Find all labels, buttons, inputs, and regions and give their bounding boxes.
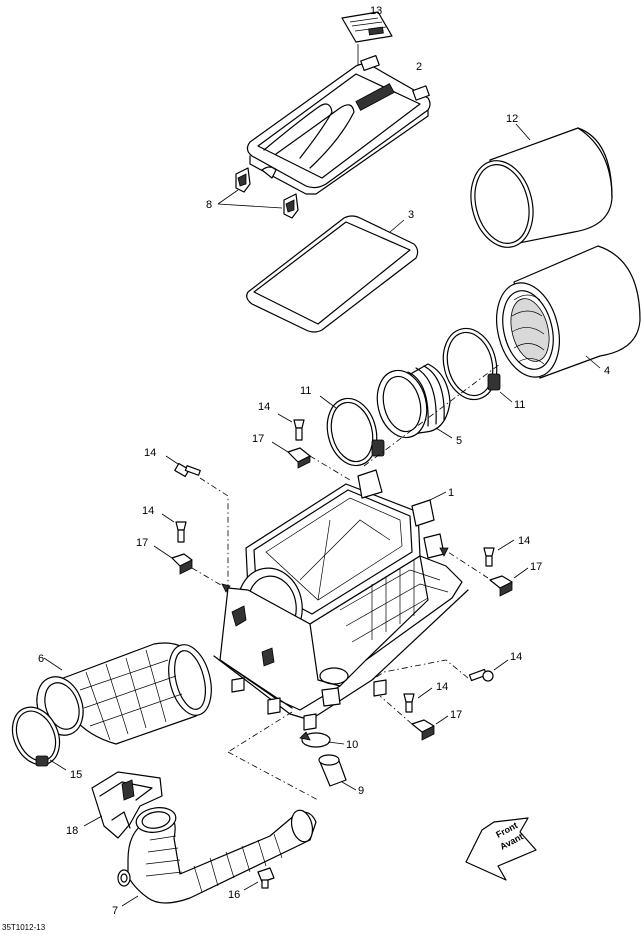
part-6-intake-adaptor: [36, 642, 212, 745]
part-11-clamp-right: [442, 327, 513, 403]
callout-14-lower-right: 14: [510, 651, 522, 663]
callout-12: 12: [506, 113, 518, 125]
callout-18: 18: [66, 825, 78, 837]
callout-17-mid-left: 17: [136, 537, 148, 549]
callout-14-upper-left: 14: [144, 447, 156, 459]
intake-axis-line: [227, 711, 319, 801]
nut-17-top: [271, 441, 351, 481]
callout-1: 1: [448, 487, 454, 499]
callout-17-lower: 17: [450, 709, 462, 721]
callout-2: 2: [416, 61, 422, 73]
callout-17-top: 17: [252, 433, 264, 445]
callout-4: 4: [604, 365, 610, 377]
callout-7: 7: [112, 905, 118, 917]
filter-axis-line: [363, 363, 501, 467]
callout-15: 15: [70, 769, 82, 781]
callout-13: 13: [370, 5, 382, 17]
part-11-clamp-left: [319, 395, 385, 467]
screw-14-mid-left: [161, 513, 187, 543]
nut-17-mid-left: [153, 545, 231, 593]
part-7-intake-tube: [117, 807, 317, 907]
nut-17-right: [439, 547, 529, 597]
drawing-reference: 35T1012-13: [2, 923, 46, 932]
callout-16: 16: [228, 889, 240, 901]
part-8-cover-clips: [217, 167, 299, 219]
part-4-air-filter: [496, 245, 641, 379]
part-1-air-box: [213, 469, 469, 731]
part-12-pre-filter: [470, 123, 613, 248]
nut-17-lower: [379, 695, 449, 741]
callout-14-mid-left: 14: [142, 505, 154, 517]
callout-11-left: 11: [300, 385, 311, 397]
callout-17-right: 17: [530, 561, 542, 573]
callout-8: 8: [206, 199, 212, 211]
callout-10: 10: [346, 739, 358, 751]
callout-5: 5: [456, 435, 462, 447]
bolt-14-upper-left: [165, 455, 229, 588]
part-15-clamp: [11, 706, 67, 771]
screw-14-lower: [403, 687, 433, 713]
part-10-small-clamp: [299, 731, 345, 748]
callout-14-right: 14: [518, 535, 530, 547]
callout-14-lower: 14: [436, 681, 448, 693]
screw-14-lower-right: [371, 659, 509, 682]
part-9-drain-tube: [318, 754, 357, 791]
part-3-gasket: [246, 215, 419, 333]
callout-9: 9: [358, 785, 364, 797]
callout-6: 6: [38, 653, 44, 665]
front-direction-arrow: [465, 817, 537, 881]
callout-14-top: 14: [258, 401, 270, 413]
callout-11-right: 11: [514, 399, 525, 411]
callout-3: 3: [408, 209, 414, 221]
screw-14-right: [483, 539, 515, 567]
callout-labels: 13 2 12 8 3 4 11 11 14 17 5 14 1 14 17 1…: [38, 5, 610, 917]
part-5-rubber-coupler: [376, 363, 453, 439]
part-2-air-box-cover: [246, 54, 431, 195]
screw-14-top: [277, 413, 305, 441]
part-18-bracket: [83, 771, 163, 839]
part-16-screw: [243, 867, 275, 891]
